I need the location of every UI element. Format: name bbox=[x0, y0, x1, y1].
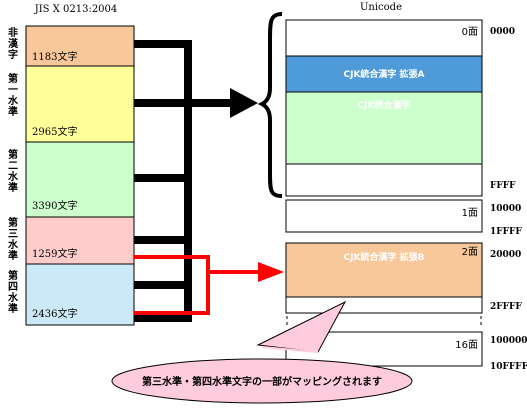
callout-ellipse bbox=[111, 358, 413, 404]
plane0-group: 0面 CJK統合漢字 拡張A CJK統合漢字 0000 FFFF bbox=[285, 19, 516, 197]
jis-block-level2 bbox=[25, 141, 135, 218]
jis-count-non-kanji: 1183文字 bbox=[32, 50, 77, 63]
cjk-ext-a-box bbox=[285, 55, 483, 93]
jis-count-level1: 2965文字 bbox=[32, 125, 77, 138]
jis-block-level1 bbox=[25, 65, 135, 143]
plane2-end-code: 2FFFF bbox=[490, 302, 522, 312]
plane0-brace bbox=[257, 12, 283, 198]
plane1-group: 1面 10000 1FFFF bbox=[285, 199, 522, 237]
jis-count-level4: 2436文字 bbox=[32, 307, 77, 320]
plane1-end-code: 1FFFF bbox=[490, 227, 522, 237]
cjk-ext-b-box bbox=[285, 242, 483, 298]
side-label-level1: 第一水準 bbox=[7, 72, 19, 118]
red-arrow-head bbox=[258, 262, 284, 282]
plane0-end-code: FFFF bbox=[490, 181, 516, 191]
red-line-level4 bbox=[134, 272, 210, 315]
plane1-box bbox=[285, 199, 483, 233]
side-label-non-kanji: 非漢字 bbox=[8, 26, 19, 61]
cjk-unified-box bbox=[285, 91, 483, 165]
plane2-start-code: 20000 bbox=[490, 250, 521, 260]
side-label-level3: 第三水準 bbox=[7, 216, 19, 262]
callout-joint bbox=[261, 346, 319, 353]
side-label-level2: 第二水準 bbox=[7, 148, 19, 194]
red-line-level3 bbox=[134, 255, 262, 274]
plane16-start-code: 100000 bbox=[490, 336, 527, 346]
jis-title: JIS X 0213:2004 bbox=[34, 4, 118, 15]
cjk-unified-label: CJK統合漢字 bbox=[358, 99, 411, 111]
callout-bubble: 第三水準・第四水準文字の一部がマッピングされます bbox=[111, 300, 413, 404]
jis-column: 1183文字 2965文字 3390文字 1259文字 2436文字 非漢字 第… bbox=[7, 25, 135, 326]
jis-block-non-kanji bbox=[25, 25, 135, 67]
jis-count-level2: 3390文字 bbox=[32, 199, 77, 212]
plane16-end-code: 10FFFF bbox=[490, 362, 527, 372]
plane1-label: 1面 bbox=[462, 208, 478, 219]
jis-count-level3: 1259文字 bbox=[32, 247, 77, 260]
unicode-title: Unicode bbox=[360, 2, 402, 13]
side-label-level4: 第四水準 bbox=[7, 269, 19, 315]
plane0-start-code: 0000 bbox=[490, 27, 515, 37]
jis-block-level3 bbox=[25, 216, 135, 265]
black-mapping-connector bbox=[134, 40, 258, 322]
plane2-group: 2面 CJK統合漢字 拡張B 20000 2FFFF bbox=[285, 242, 522, 314]
jis-block-level4 bbox=[25, 263, 135, 326]
cjk-ext-a-label: CJK統合漢字 拡張A bbox=[343, 68, 424, 80]
red-mapping-connector bbox=[134, 255, 284, 315]
plane16-label: 16面 bbox=[455, 340, 478, 351]
plane2-label: 2面 bbox=[462, 247, 478, 258]
plane0-label: 0面 bbox=[462, 27, 478, 38]
plane1-start-code: 10000 bbox=[490, 204, 521, 214]
black-arrow-head bbox=[230, 88, 258, 118]
cjk-ext-b-label: CJK統合漢字 拡張B bbox=[344, 251, 425, 263]
callout-text: 第三水準・第四水準文字の一部がマッピングされます bbox=[142, 375, 382, 388]
